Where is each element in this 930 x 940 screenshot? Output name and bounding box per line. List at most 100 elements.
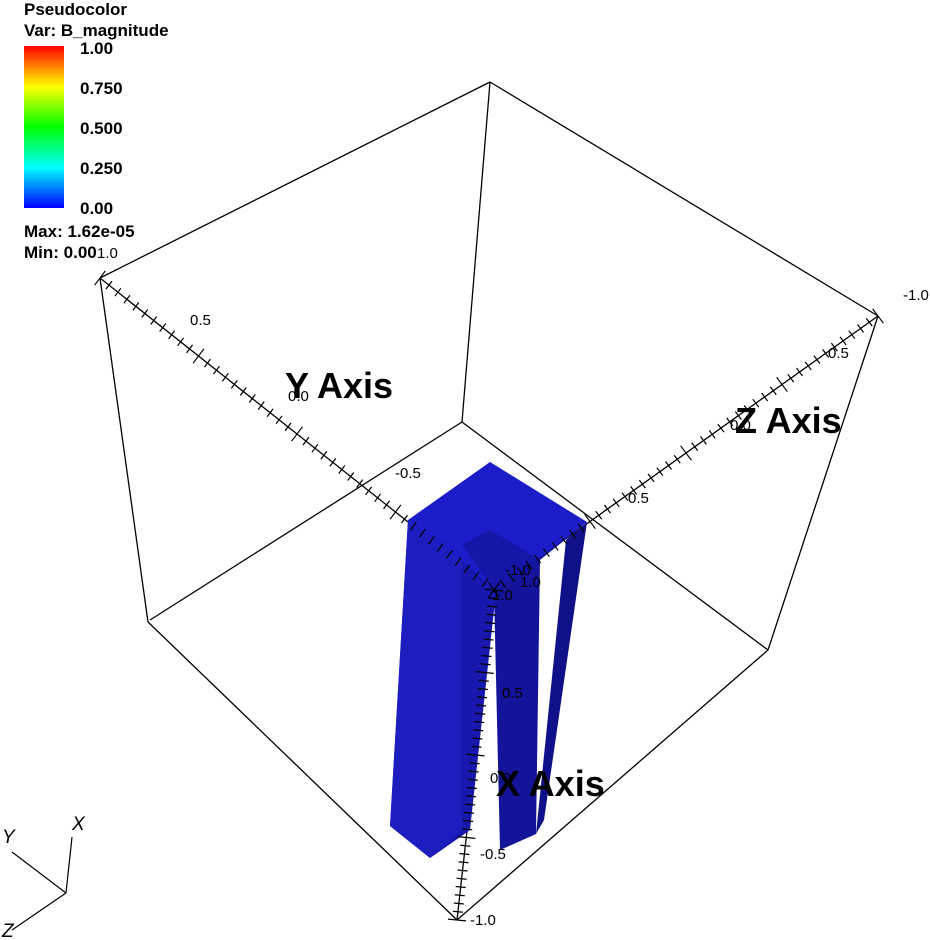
ticks-z-mark [830,342,838,352]
ticks-x-mark [475,712,486,715]
ticks-y-mark [221,372,229,382]
ticks-y-mark [239,387,247,396]
ticks-z-mark [776,376,788,393]
ticks-x-mark [454,894,465,897]
legend-tick-5: 0.00 [80,199,114,218]
ticks-z-mark [551,542,559,551]
legend-colorbar [24,46,64,208]
ticks-y-mark [186,344,194,354]
ticks-z-mark [752,398,760,408]
ticks-y-mark [132,302,140,311]
ticks-y-mark [284,422,292,432]
ticks-y-mark [291,426,303,442]
ticks-x-mark [447,918,467,922]
ticks-x-mark [484,630,495,633]
ticks-x-mark [459,852,470,856]
ticks-y-mark [445,550,453,559]
legend-max: Max: 1.62e-05 [24,222,135,241]
ticks-y-mark [400,514,408,524]
ticks-y-mark [481,578,489,588]
ticks-z-mark [534,554,542,564]
ticks-x-mark [484,588,504,592]
y-axis-title: Y Axis [285,365,393,406]
ticks-x-mark [453,902,464,905]
ticks-x-mark [472,737,483,740]
ticks-x-mark [468,770,479,773]
ticks-x-mark [482,646,493,649]
ticks-x-mark [473,729,484,732]
ticks-y-mark [365,486,373,496]
ticks-z-mark [743,405,751,414]
ticks-y-mark [427,536,435,545]
legend-variable: Var: B_magnitude [24,21,169,40]
ticks-z-mark [516,566,524,576]
ticks-z-mark [769,386,777,396]
y-tick-label-5: -1.0 [505,562,531,579]
ticks-y-mark [329,458,337,467]
column-right-face [494,522,587,850]
ticks-y-mark [114,287,122,297]
x-tick-label-2: 0.5 [502,685,523,702]
ticks-z-mark [839,336,847,346]
ticks-y-mark [203,358,211,368]
ticks-y-mark [409,521,417,531]
ticks-y-mark [311,443,319,453]
ticks-x-mark [477,687,488,691]
ticks-y-mark [257,401,265,410]
ticks-y-mark [389,504,402,520]
ticks-z-mark [848,330,856,340]
y-tick-label-1: 1.0 [97,245,118,262]
ticks-z-mark [708,429,716,439]
ticks-y-mark [212,365,220,375]
ticks-z-mark [717,423,725,433]
ticks-y-mark [454,557,462,566]
ticks-z-mark [726,417,734,427]
ticks-x-mark [475,704,487,707]
x-axis-ticks [447,588,504,922]
y-tick-label-3: 0.0 [288,388,309,405]
ticks-y-mark [192,348,205,364]
column-left-inner [390,520,470,858]
ticks-x-mark [463,819,474,823]
triad-y-label: Y [2,827,16,848]
column-right-shade [536,522,587,834]
ticks-x-mark [455,885,466,889]
ticks-x-mark [460,844,471,847]
ticks-z-mark [761,392,769,402]
ticks-y-mark [159,323,167,332]
ticks-y-mark [105,280,113,290]
ticks-z-mark [612,498,620,508]
ticks-x-mark [485,621,496,625]
ticks-x-mark [456,877,467,880]
z-tick-label-3: 0.0 [730,417,751,434]
y-tick-label-2: 0.5 [190,312,211,329]
ticks-x-mark [452,910,463,913]
ticks-x-mark [487,605,498,608]
ticks-z-mark [542,548,550,557]
ticks-z-mark [656,467,664,477]
ticks-z-mark [857,324,865,333]
ticks-y-mark [374,493,382,503]
ticks-x-mark [466,753,485,757]
ticks-y-mark [472,571,480,581]
ticks-x-mark [462,828,473,831]
ticks-y-mark [436,543,444,552]
ticks-y-mark [275,415,283,425]
ticks-x-mark [483,638,494,641]
ticks-z-mark [577,523,585,533]
ticks-z-mark [804,361,812,371]
ticks-y-mark [356,479,364,488]
triad-x-label: X [71,814,86,835]
ticks-y-mark [418,528,426,538]
ticks-z-mark [569,529,577,539]
legend-tick-2: 0.750 [80,79,123,98]
ticks-x-mark [481,654,492,658]
ticks-y-mark [150,316,158,325]
ticks-x-mark [480,663,491,666]
ticks-z-mark [507,573,515,582]
ticks-x-mark [457,869,468,872]
ticks-z-mark [621,492,629,501]
ticks-x-mark [458,861,469,864]
ticks-z-mark [734,411,742,420]
